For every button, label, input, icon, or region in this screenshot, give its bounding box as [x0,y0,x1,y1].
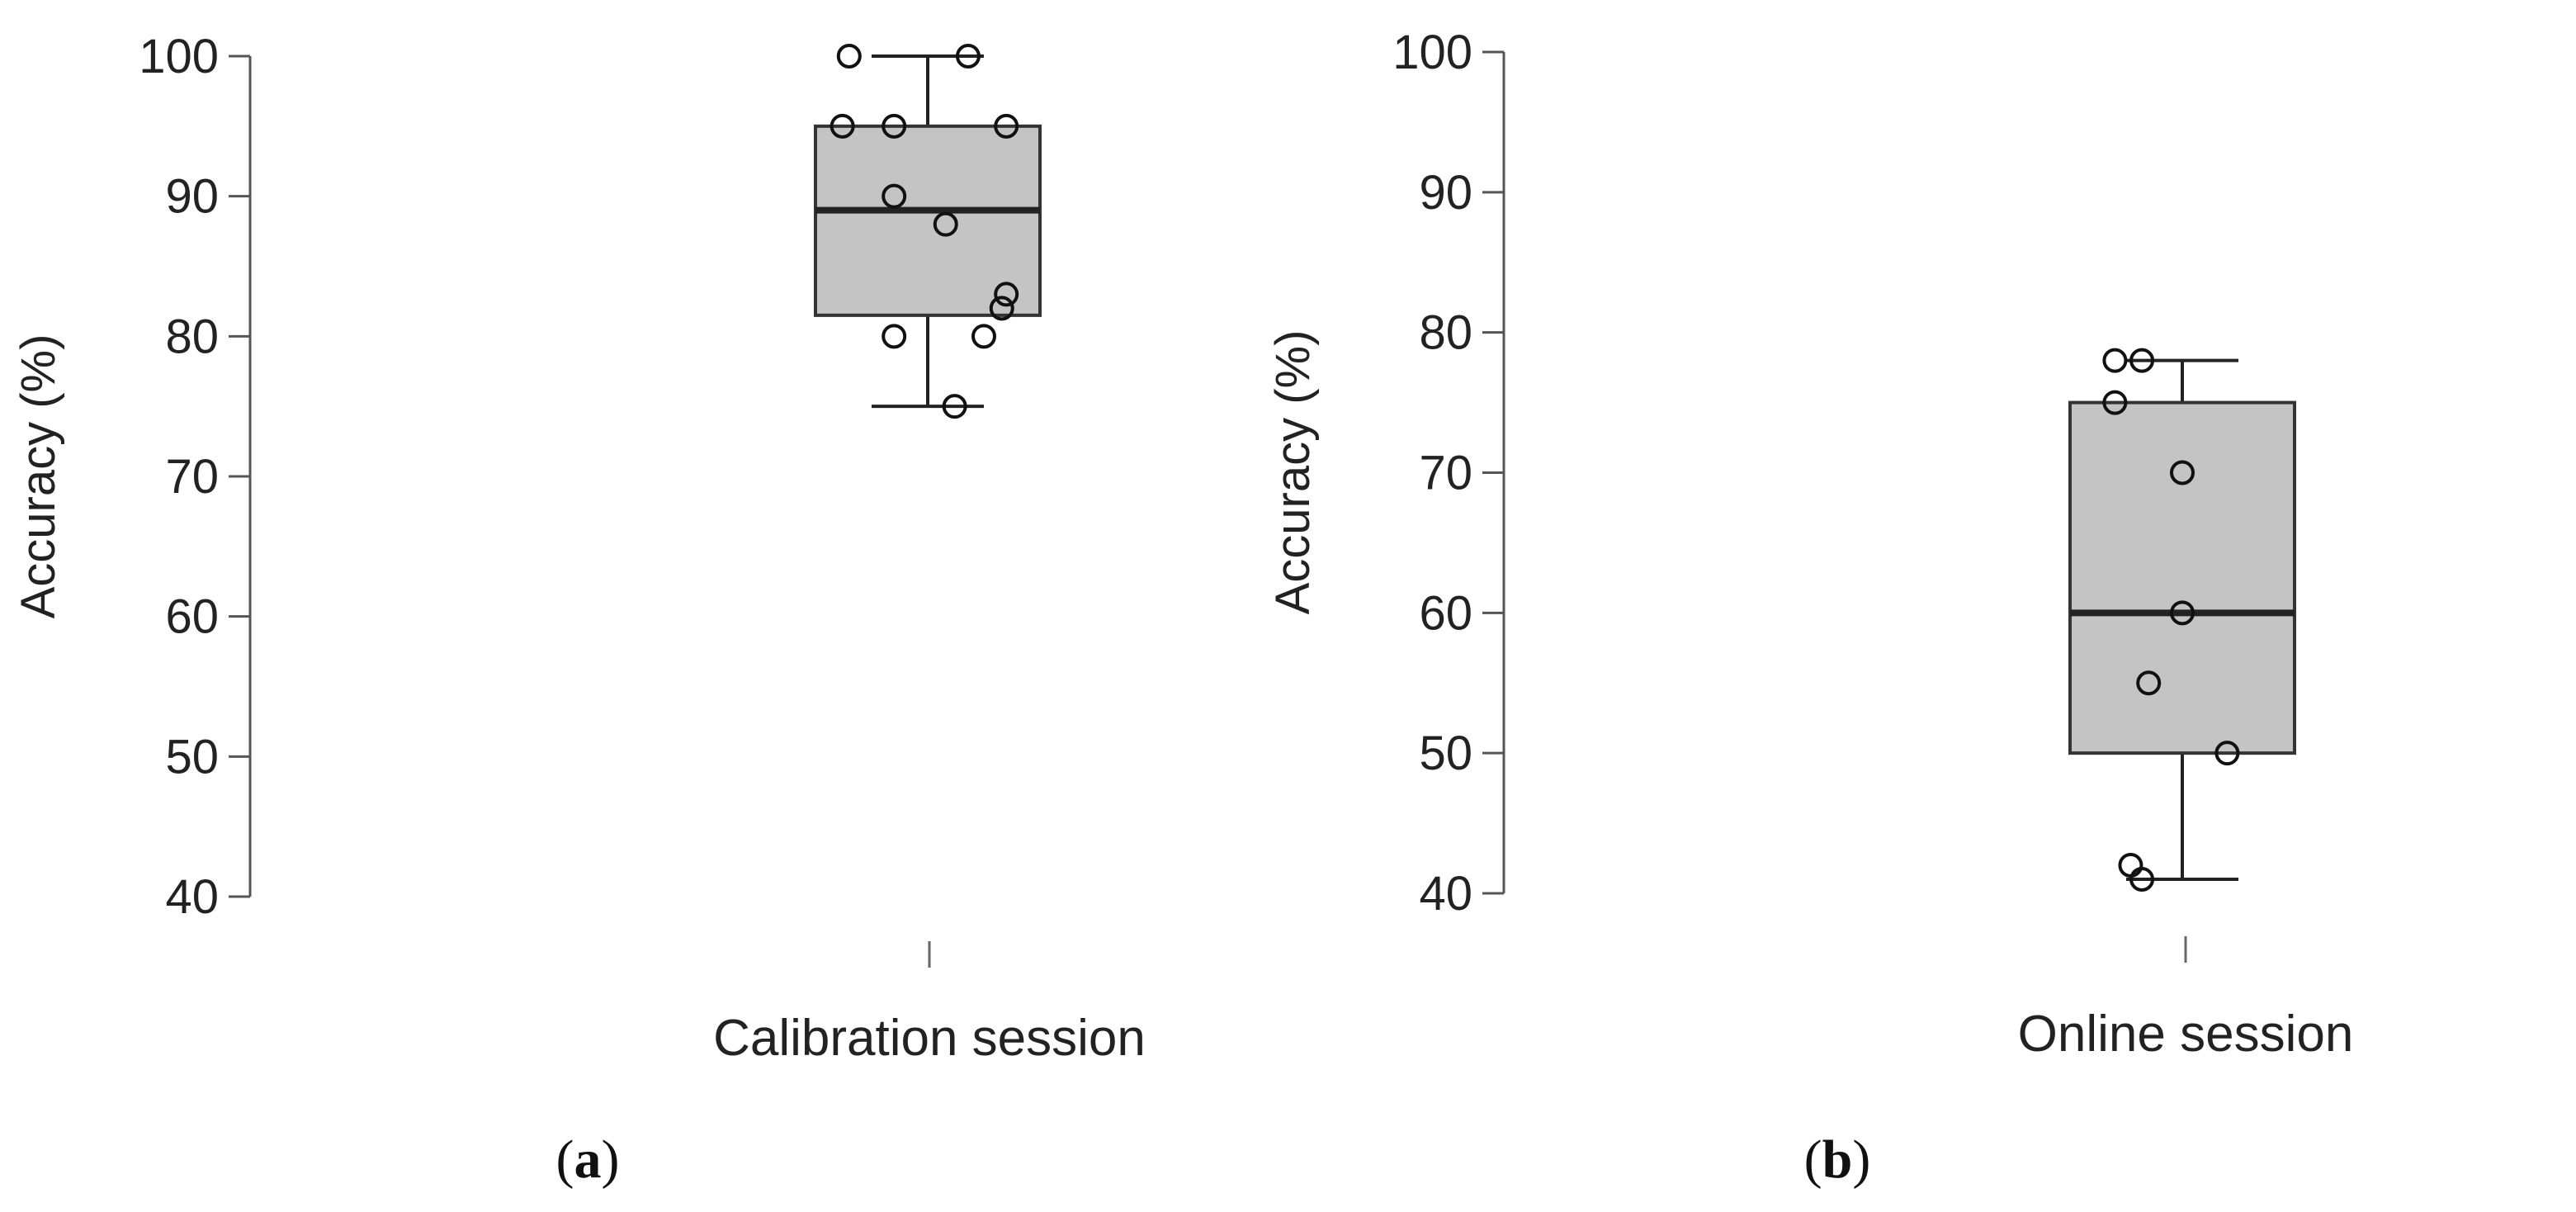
data-point [942,394,967,419]
panel-b: 40 50 60 70 80 90 100 Accuracy (%) Online sess… [1266,26,2353,1190]
data-point [882,183,907,209]
data-point [2136,670,2162,696]
y-tick-label: 50 [165,730,219,784]
y-tick-label: 90 [1419,166,1472,220]
y-tick-label: 50 [1419,727,1472,780]
y-axis: 40 50 60 70 80 90 100 [139,30,252,924]
y-tick-label: 100 [139,30,219,83]
y-tick-label: 90 [165,170,219,224]
y-tick-label: 80 [165,310,219,363]
data-point [955,44,981,69]
panel-a: 40 50 60 70 80 90 100 Accuracy (%) Calibration… [12,30,1146,1190]
data-point [994,282,1019,307]
panel-label: (a) [556,1129,620,1190]
y-tick-label: 70 [165,450,219,504]
data-point [2170,460,2195,485]
data-point [830,113,855,139]
data-point [2214,741,2240,766]
x-category-label: Online session [2018,1006,2354,1063]
y-tick-label: 100 [1392,26,1472,79]
panel-letter: a [574,1129,602,1190]
box-iqr [2068,400,2296,755]
data-point [2118,853,2144,878]
y-axis-title: Accuracy (%) [1266,330,1320,615]
y-axis: 40 50 60 70 80 90 100 [1392,26,1505,921]
data-point [882,324,907,349]
data-point [2129,867,2155,892]
y-tick-label: 60 [165,590,219,644]
data-point [933,211,958,237]
panel-letter: b [1822,1129,1853,1190]
data-point [2170,600,2195,626]
data-point [836,44,862,69]
box-iqr [814,124,1042,317]
panel-label: (b) [1804,1129,1871,1190]
data-point [971,324,996,349]
y-axis-title: Accuracy (%) [12,334,65,619]
plot-area [814,44,1042,968]
y-tick-label: 60 [1419,586,1472,640]
y-tick-label: 80 [1419,306,1472,360]
data-point [2102,390,2128,415]
data-point [994,113,1019,139]
data-point [989,296,1014,321]
data-point [882,113,907,139]
data-point [2102,348,2128,373]
y-tick-label: 40 [1419,867,1472,921]
plot-area [2068,348,2296,963]
y-tick-label: 40 [165,870,219,924]
data-point [2129,348,2155,373]
y-tick-label: 70 [1419,447,1472,500]
x-category-label: Calibration session [713,1010,1146,1067]
